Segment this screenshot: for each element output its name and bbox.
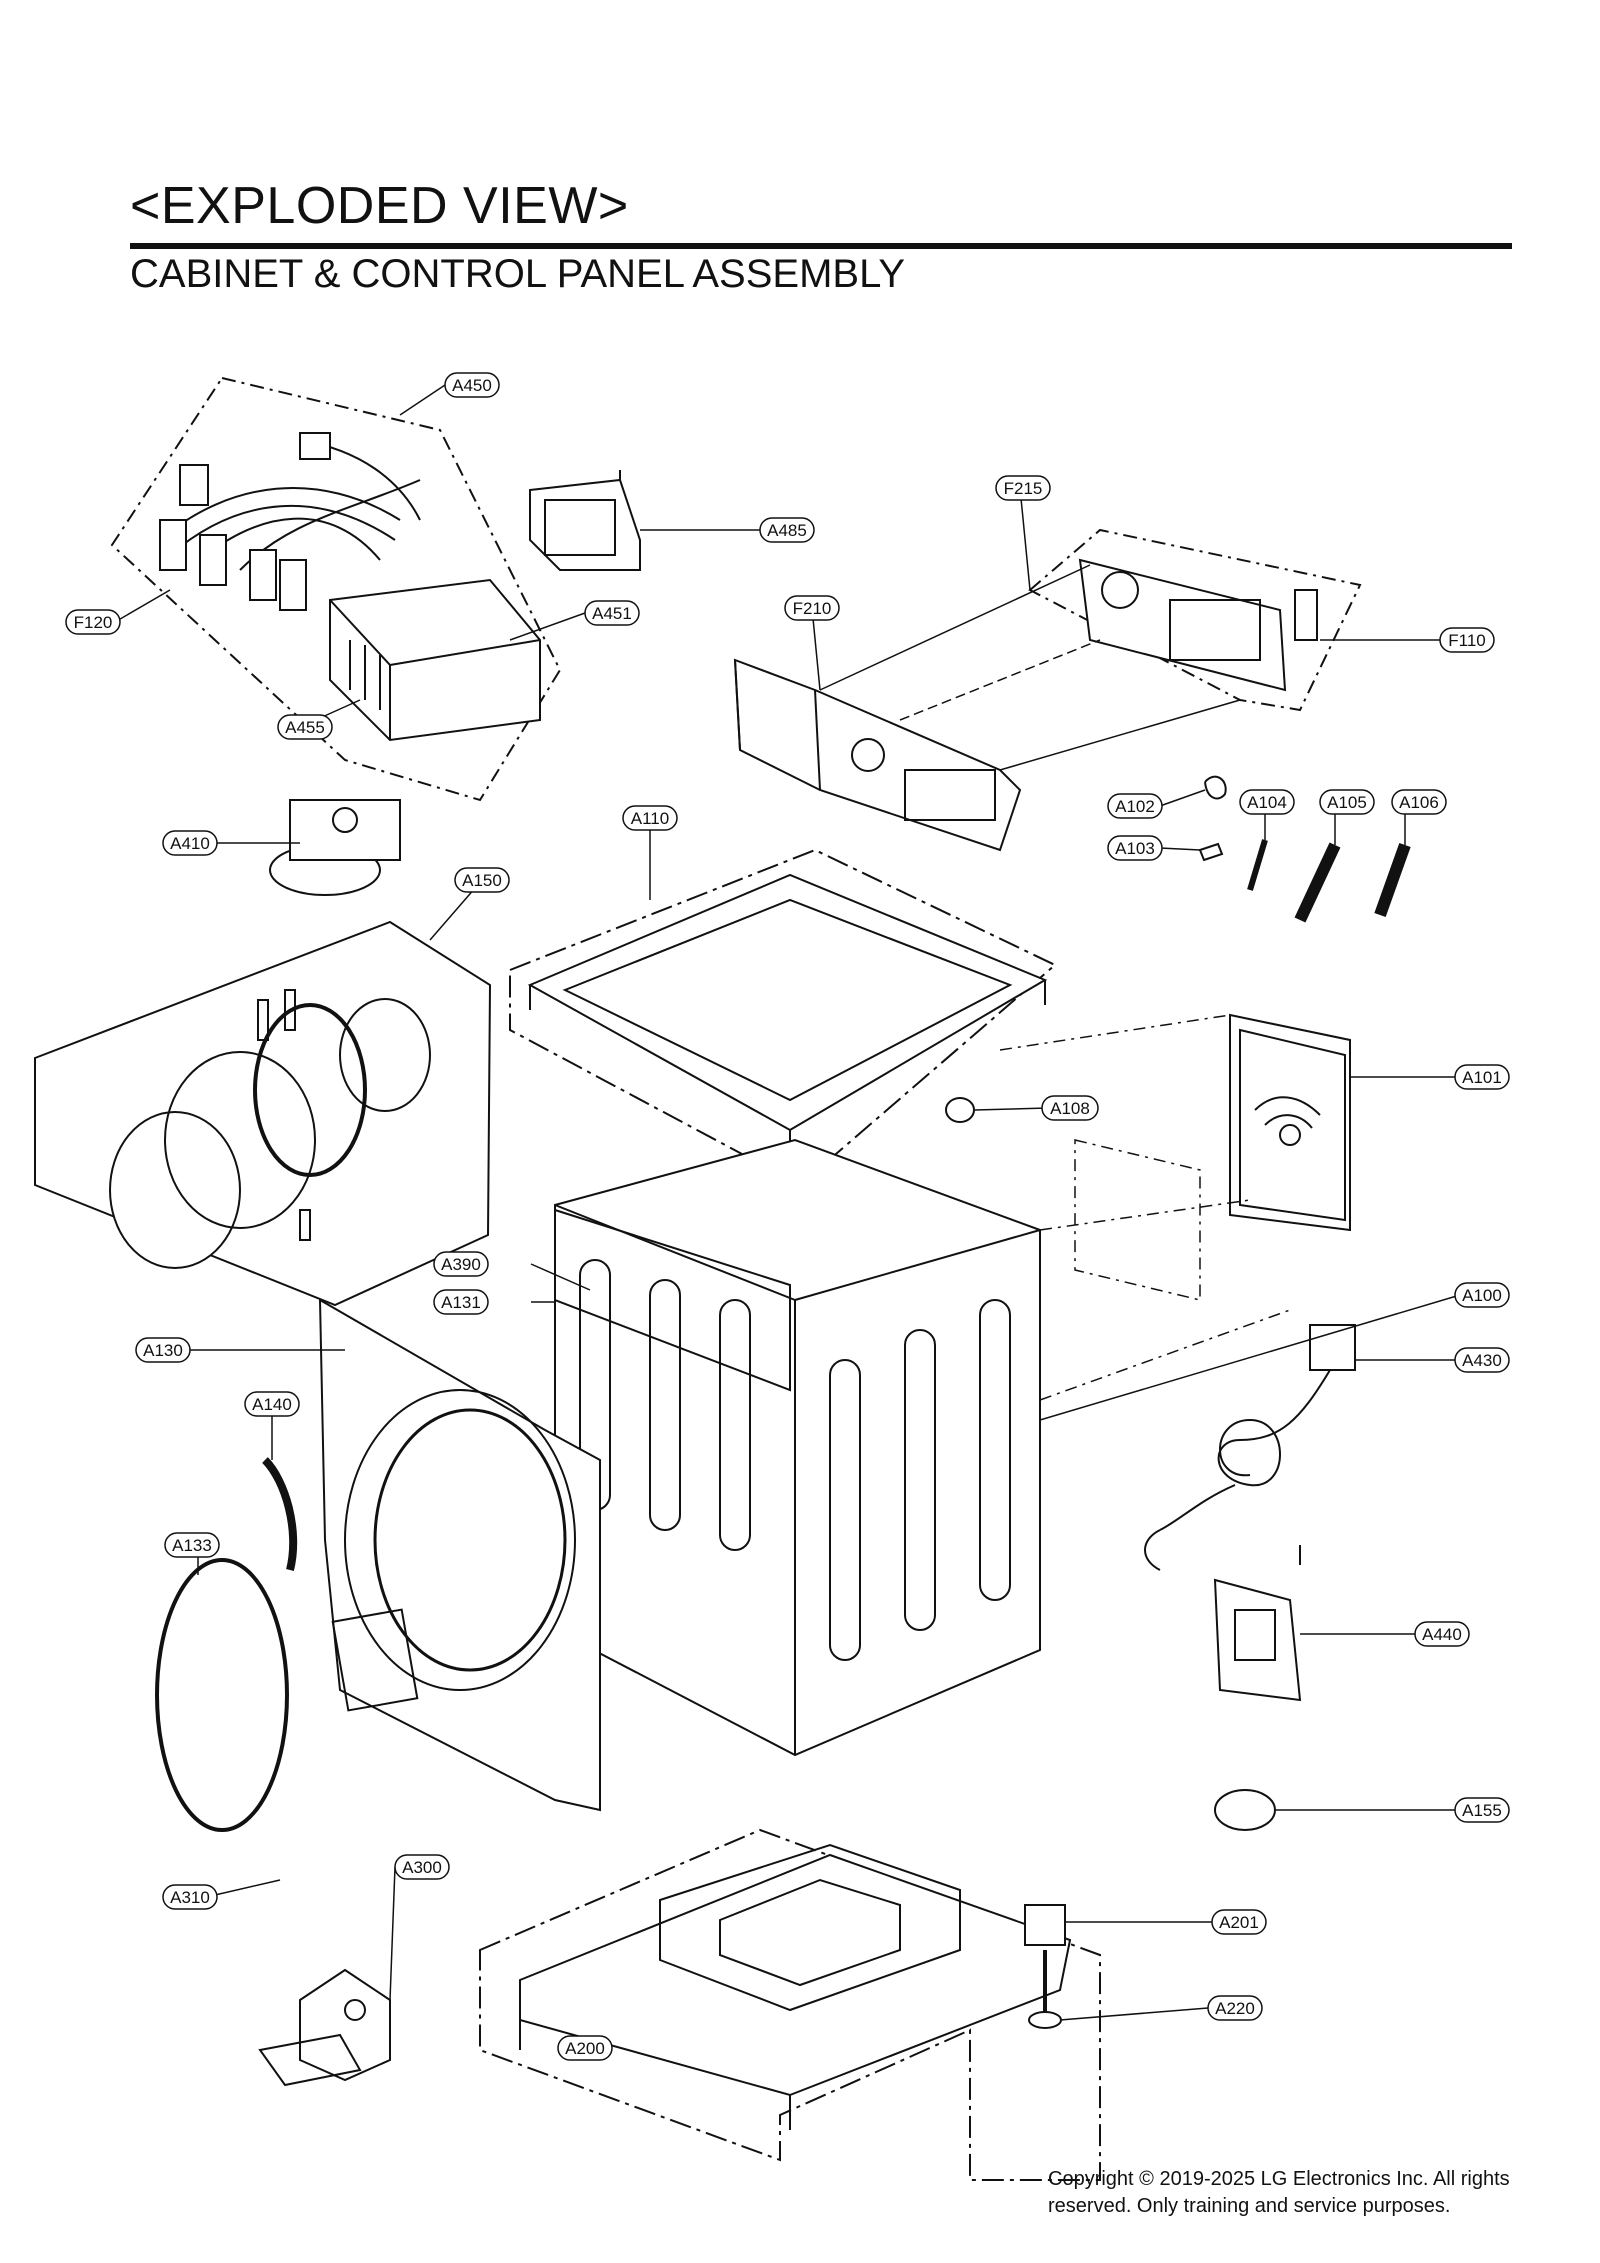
- callout-a485: A485: [759, 517, 815, 543]
- rear-cover-a101: [1229, 1013, 1351, 1232]
- callout-a150: A150: [454, 867, 510, 893]
- svg-text:A155: A155: [1462, 1801, 1502, 1820]
- callout-a106: A106: [1391, 789, 1447, 815]
- callout-a130: A130: [135, 1337, 191, 1363]
- door-gasket-ring-a133: [155, 1558, 289, 1832]
- callout-a133: A133: [164, 1532, 220, 1558]
- cap-a155: [1214, 1789, 1276, 1831]
- callout-a104: A104: [1239, 789, 1295, 815]
- bracket-a485: [529, 470, 641, 571]
- svg-text:F110: F110: [1448, 631, 1486, 650]
- control-box-a455: [329, 578, 541, 742]
- callout-a102: A102: [1107, 793, 1163, 819]
- wiring-harness: [159, 432, 421, 611]
- svg-text:A106: A106: [1399, 793, 1439, 812]
- harness-group-outline: [110, 376, 562, 802]
- svg-text:A130: A130: [143, 1341, 183, 1360]
- cabinet-a100: [554, 1138, 1041, 1757]
- leader-lines: [114, 384, 1461, 2048]
- copyright-line-2: reserved. Only training and service purp…: [1048, 2195, 1451, 2217]
- svg-text:A100: A100: [1462, 1286, 1502, 1305]
- reference-box: [999, 1014, 1291, 1401]
- svg-text:A410: A410: [170, 834, 210, 853]
- svg-text:F215: F215: [1004, 479, 1043, 498]
- callout-a131: A131: [433, 1289, 489, 1315]
- pressure-switch-a410: [269, 799, 401, 896]
- hinge-a140: [262, 1457, 298, 1571]
- svg-text:F210: F210: [793, 599, 832, 618]
- callout-a430: A430: [1454, 1347, 1510, 1373]
- control-panel-a210: [733, 658, 1022, 852]
- callout-a201: A201: [1211, 1909, 1267, 1935]
- callout-a300: A300: [394, 1854, 450, 1880]
- noise-filter-a440: [1213, 1545, 1302, 1702]
- copyright-line-1: Copyright © 2019-2025 LG Electronics Inc…: [1048, 2168, 1510, 2190]
- svg-text:A133: A133: [172, 1536, 212, 1555]
- svg-text:A150: A150: [462, 871, 502, 890]
- service-box-a300: [258, 1968, 391, 2087]
- front-panel-a130: [318, 1298, 601, 1812]
- callout-a103: A103: [1107, 835, 1163, 861]
- callout-a110: A110: [622, 805, 678, 831]
- pcb-group-outline: [1028, 528, 1362, 712]
- svg-text:A451: A451: [592, 604, 632, 623]
- svg-text:A390: A390: [441, 1255, 481, 1274]
- callout-a108: A108: [1041, 1095, 1099, 1121]
- svg-text:A108: A108: [1050, 1099, 1090, 1118]
- svg-text:A300: A300: [402, 1858, 442, 1877]
- callout-a200: A200: [557, 2035, 613, 2061]
- page-subtitle: CABINET & CONTROL PANEL ASSEMBLY: [130, 252, 906, 296]
- power-cord-a430: [1144, 1324, 1356, 1571]
- svg-text:A103: A103: [1115, 839, 1155, 858]
- svg-text:A200: A200: [565, 2039, 605, 2058]
- svg-text:A430: A430: [1462, 1351, 1502, 1370]
- svg-text:A102: A102: [1115, 797, 1155, 816]
- callout-a390: A390: [433, 1251, 489, 1277]
- svg-text:A110: A110: [631, 809, 669, 828]
- copyright-notice: Copyright © 2019-2025 LG Electronics Inc…: [1048, 2166, 1568, 2220]
- callout-a155: A155: [1454, 1797, 1510, 1823]
- svg-text:A104: A104: [1247, 793, 1287, 812]
- page-title: <EXPLODED VIEW>: [130, 177, 629, 235]
- callout-f110: F110: [1439, 627, 1495, 653]
- callout-a220: A220: [1207, 1995, 1263, 2021]
- svg-text:A455: A455: [285, 718, 325, 737]
- door-assembly-a150: [109, 989, 431, 1269]
- svg-text:A220: A220: [1215, 1999, 1255, 2018]
- callout-a310: A310: [162, 1884, 218, 1910]
- display-pcb: [1078, 558, 1318, 692]
- callout-a451: A451: [584, 600, 640, 626]
- svg-text:A201: A201: [1219, 1913, 1259, 1932]
- svg-text:A450: A450: [452, 376, 492, 395]
- top-plate-a110: [527, 873, 1048, 1150]
- callout-a450: A450: [444, 372, 500, 398]
- callout-f215: F215: [995, 475, 1051, 501]
- door-group-outline: [34, 920, 492, 1307]
- svg-text:A140: A140: [252, 1395, 292, 1414]
- title-rule: [130, 243, 1512, 249]
- callout-a410: A410: [162, 830, 218, 856]
- svg-text:F120: F120: [74, 613, 113, 632]
- callout-f210: F210: [784, 595, 840, 621]
- callout-a105: A105: [1319, 789, 1375, 815]
- callout-a100: A100: [1454, 1282, 1510, 1308]
- callout-f120: F120: [65, 609, 121, 635]
- svg-text:A310: A310: [170, 1888, 210, 1907]
- top-plate-outline: [509, 848, 1057, 1187]
- knob-a108: [945, 1097, 975, 1123]
- svg-text:A440: A440: [1422, 1625, 1462, 1644]
- callout-labels: A450 A485 F215 F120 A451 F210 F110 A455 …: [65, 372, 1510, 2061]
- svg-text:A101: A101: [1462, 1068, 1502, 1087]
- base-frame-a200: [519, 1843, 1072, 2130]
- svg-text:A485: A485: [767, 521, 807, 540]
- callout-a455: A455: [277, 714, 333, 740]
- callout-a440: A440: [1414, 1621, 1470, 1647]
- small-parts: [1198, 775, 1411, 923]
- callout-a101: A101: [1454, 1064, 1510, 1090]
- svg-text:A105: A105: [1327, 793, 1367, 812]
- svg-text:A131: A131: [441, 1293, 481, 1312]
- callout-a140: A140: [244, 1391, 300, 1417]
